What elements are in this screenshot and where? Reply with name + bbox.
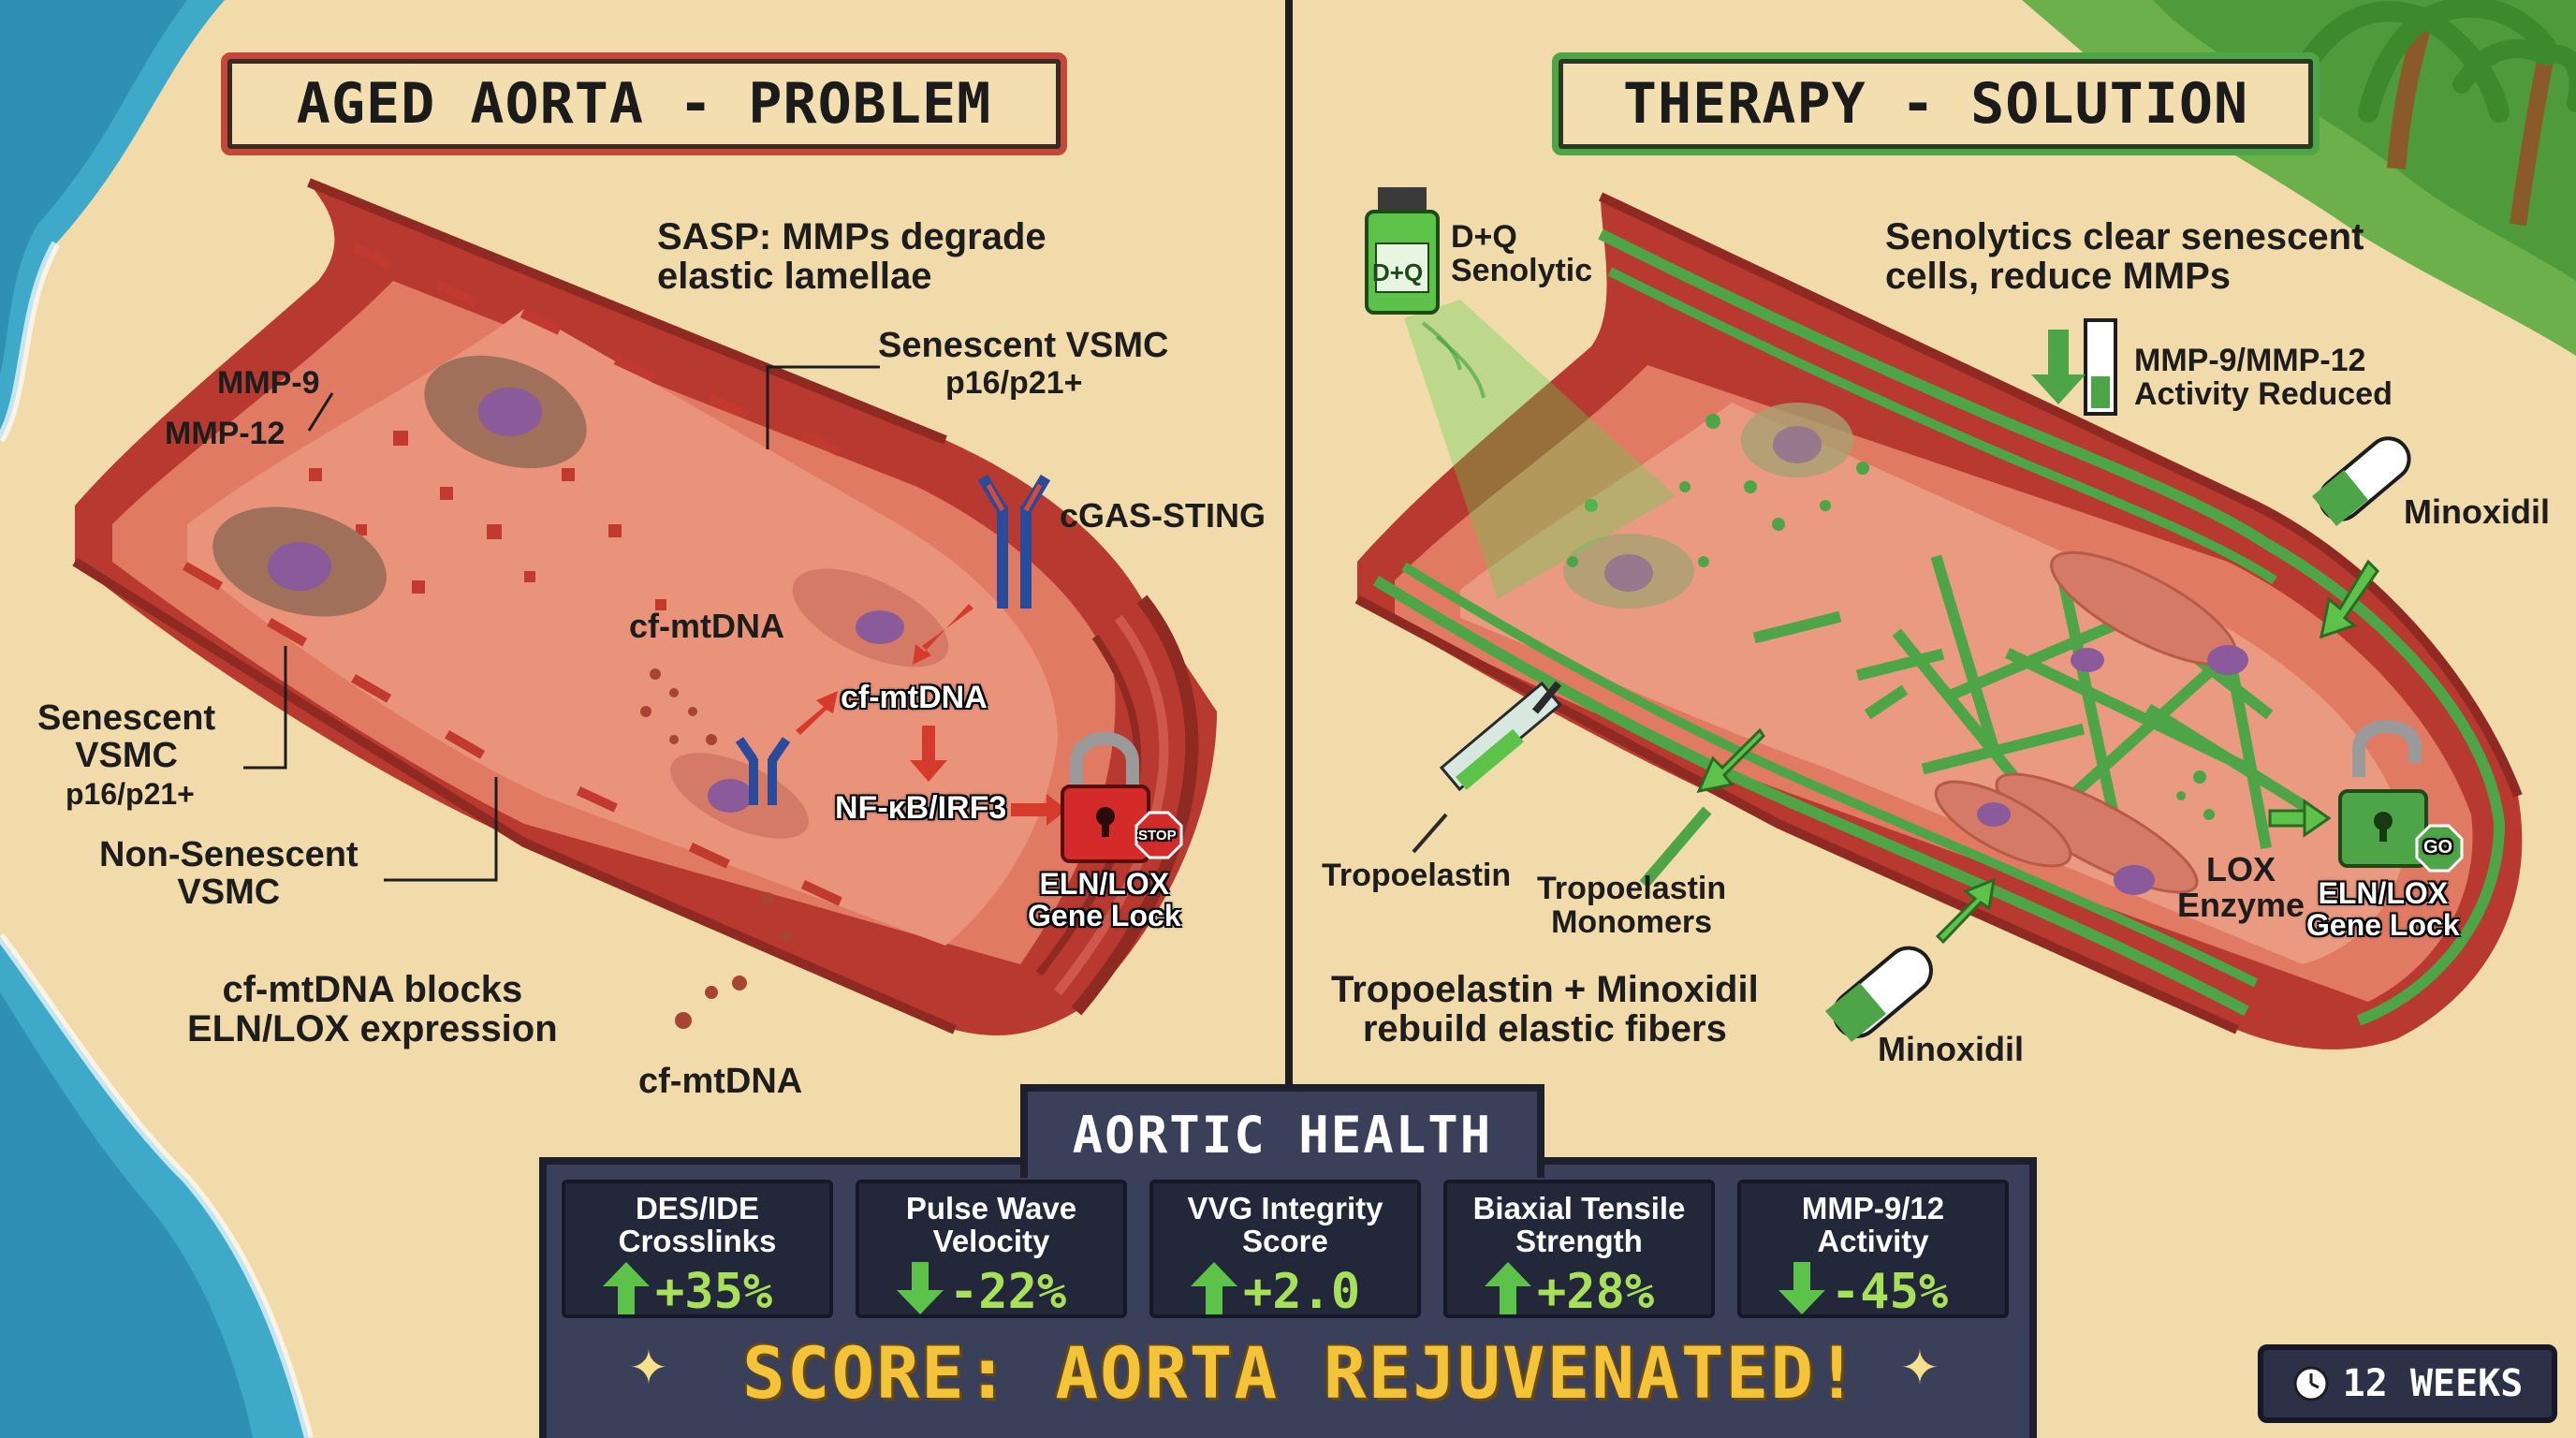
stat-value: -22% <box>949 1264 1067 1320</box>
sparkle-icon: ✦ <box>1900 1341 1939 1395</box>
tropoelastin-monomers-label: Tropoelastin Monomers <box>1537 871 1727 940</box>
dq-senolytic-label: D+Q Senolytic <box>1451 219 1593 288</box>
down-arrow-icon <box>897 1262 944 1314</box>
mmp12-label: MMP-12 <box>165 416 285 451</box>
go-label: GO <box>2423 837 2453 858</box>
mmp-reduced-gauge-icon <box>2084 318 2117 416</box>
aortic-health-title: AORTIC HEALTH <box>1072 1105 1493 1165</box>
go-sign-icon <box>2415 824 2464 873</box>
center-divider <box>1285 0 1293 1086</box>
unlocked-padlock-icon <box>2338 720 2428 868</box>
cgas-sting-label: cGAS-STING <box>1060 496 1266 535</box>
senescent-vsmc-top-label: Senescent VSMC <box>878 326 1169 365</box>
minoxidil-bottom-label: Minoxidil <box>1878 1030 2024 1068</box>
rebuild-label: Tropoelastin + Minoxidil rebuild elastic… <box>1331 969 1759 1049</box>
sparkle-icon: ✦ <box>629 1341 668 1395</box>
senescent-vsmc-left-markers: p16/p21+ <box>66 777 195 811</box>
stat-label: Pulse Wave Velocity <box>905 1191 1077 1258</box>
stat-label: VVG Integrity Score <box>1187 1191 1383 1258</box>
minoxidil-pill-icon <box>2312 436 2411 526</box>
dq-vial-icon <box>1365 187 1440 315</box>
palm-tree-icon <box>2302 0 2576 227</box>
down-arrow-icon <box>1778 1262 1825 1314</box>
stat-card-pulse-wave: Pulse Wave Velocity -22% <box>856 1180 1127 1320</box>
cf-mtdna-label-1: cf-mtDNA <box>629 607 784 645</box>
cf-mtdna-label-2: cf-mtDNA <box>841 680 988 715</box>
cf-mtdna-bottom-label: cf-mtDNA <box>638 1062 803 1101</box>
stat-card-vvg: VVG Integrity Score +2.0 <box>1149 1180 1421 1320</box>
score-banner: SCORE: AORTA REJUVENATED! <box>742 1331 1860 1415</box>
minoxidil-pill-bottom-icon <box>1825 946 1933 1042</box>
senolytics-label: Senolytics clear senescent cells, reduce… <box>1885 216 2364 297</box>
minoxidil-top-label: Minoxidil <box>2404 492 2550 531</box>
stat-value: -45% <box>1831 1264 1949 1320</box>
stat-card-tensile: Biaxial Tensile Strength +28% <box>1443 1180 1715 1320</box>
stat-label: MMP-9/12 Activity <box>1801 1191 1945 1258</box>
up-arrow-icon <box>1191 1262 1237 1314</box>
lox-enzyme-label: LOX Enzyme <box>2177 850 2305 924</box>
gene-lock-right-label: ELN/LOX Gene Lock <box>2306 876 2460 942</box>
cf-mtdna-blocks-label: cf-mtDNA blocks ELN/LOX expression <box>187 969 558 1049</box>
weeks-badge: 12 WEEKS <box>2258 1344 2557 1423</box>
stat-label: Biaxial Tensile Strength <box>1472 1191 1686 1258</box>
senescent-vsmc-left-label: Senescent VSMC <box>37 698 216 775</box>
down-arrow-icon <box>2031 330 2086 404</box>
mmp-reduced-label: MMP-9/MMP-12 Activity Reduced <box>2134 343 2393 412</box>
healthy-aorta-vessel <box>1354 192 2523 1049</box>
up-arrow-icon <box>1485 1262 1531 1314</box>
tropoelastin-label: Tropoelastin <box>1322 858 1512 893</box>
stat-value: +2.0 <box>1243 1264 1361 1320</box>
aged-aorta-vessel <box>72 178 1217 1035</box>
clock-icon <box>2293 1366 2329 1401</box>
vial-label: D+Q <box>1372 258 1424 286</box>
up-arrow-icon <box>603 1262 650 1314</box>
stop-label: STOP <box>1138 828 1177 844</box>
syringe-icon <box>1412 681 1562 854</box>
stat-value: +35% <box>655 1264 773 1320</box>
senescent-vsmc-top-markers: p16/p21+ <box>945 365 1083 401</box>
mmp9-label: MMP-9 <box>217 365 320 401</box>
stat-card-crosslinks: DES/IDE Crosslinks +35% <box>562 1180 833 1320</box>
stat-value: +28% <box>1537 1264 1655 1320</box>
aortic-health-tab: AORTIC HEALTH <box>1020 1084 1544 1178</box>
weeks-text: 12 WEEKS <box>2342 1362 2524 1405</box>
sasp-label: SASP: MMPs degrade elastic lamellae <box>657 216 1046 297</box>
stat-label: DES/IDE Crosslinks <box>618 1191 777 1258</box>
stop-sign-icon <box>1134 811 1183 859</box>
gene-lock-left-label: ELN/LOX Gene Lock <box>1028 867 1181 932</box>
title-aged-aorta: AGED AORTA - PROBLEM <box>221 52 1067 155</box>
cgas-sting-receptor-icon <box>977 474 1051 609</box>
signal-arrow-icons <box>796 604 1067 826</box>
repair-arrow-icons <box>1696 559 2379 945</box>
receptor-small-icon <box>735 737 791 805</box>
nfkb-irf3-label: NF-κB/IRF3 <box>835 790 1007 826</box>
non-senescent-vsmc-label: Non-Senescent VSMC <box>99 835 359 912</box>
stat-card-mmp: MMP-9/12 Activity -45% <box>1737 1180 2009 1320</box>
title-therapy: THERAPY - SOLUTION <box>1552 52 2320 155</box>
